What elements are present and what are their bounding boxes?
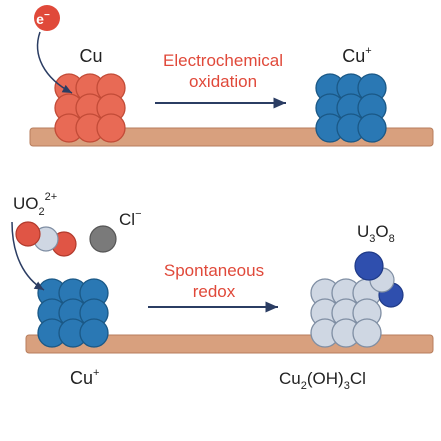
top-product-label-base: Cu [342,46,365,66]
top-product-label-sup: + [365,45,371,57]
chloride-label-sup: − [135,208,141,220]
product-label-cl: Cl [350,369,366,388]
product-label-3: 3 [344,380,350,392]
oxide-label-3: 3 [369,233,375,245]
oxide-label-u: U [357,222,369,241]
u3o8-molecule-icon [354,251,404,308]
electron-charge: − [44,10,50,21]
electron-icon [34,5,60,31]
product-atom [352,318,382,348]
svg-text:Cl−: Cl− [119,208,142,229]
bottom-cu-plus-cluster [37,278,109,348]
product-label-cu: Cu [279,369,301,388]
uranyl-ion-icon [15,221,77,257]
product-label-2: 2 [301,380,307,392]
svg-text:Cu+: Cu+ [70,367,99,388]
bottom-process-line2: redox [193,282,236,301]
svg-text:UO22+: UO22+ [13,191,57,218]
uranyl-label-sup: 2+ [45,191,58,203]
electron-path-arrow [36,31,73,94]
svg-text:Cu+: Cu+ [342,45,371,66]
cu-plus-atom [79,318,109,348]
chloride-label-base: Cl [119,210,135,229]
chloride-ion-icon [89,225,117,253]
oxide-label-8: 8 [389,233,395,245]
top-cu-cluster [54,73,126,143]
uranyl-label-sub: 2 [39,206,45,218]
svg-text:e−: e− [36,10,50,27]
bottom-reactant-label-sup: + [93,367,99,379]
bottom-reactant-label-base: Cu [70,368,93,388]
product-label-oh: (OH) [307,369,344,388]
top-cu-plus-cluster [315,73,387,143]
top-process-line2: oxidation [189,72,257,91]
svg-text:U3O8: U3O8 [357,222,395,245]
uranyl-path-arrow [11,221,45,291]
top-process-line1: Electrochemical [163,51,283,70]
bottom-product-cluster [310,278,382,348]
top-panel: e− Cu Electrochemical oxidation Cu+ [29,5,434,147]
cu-atom [96,113,126,143]
svg-text:Cu2(OH)3Cl: Cu2(OH)3Cl [279,369,366,392]
electron-symbol: e [36,11,44,27]
top-reactant-label: Cu [79,46,102,66]
uranyl-label-base: UO [13,194,39,213]
bottom-process-line1: Spontaneous [164,261,264,280]
bottom-panel: UO22+ Cl− Spontaneous redox U3O8 Cu+ Cu2… [11,191,434,392]
oxide-label-o: O [375,222,388,241]
cu-plus-atom [357,113,387,143]
